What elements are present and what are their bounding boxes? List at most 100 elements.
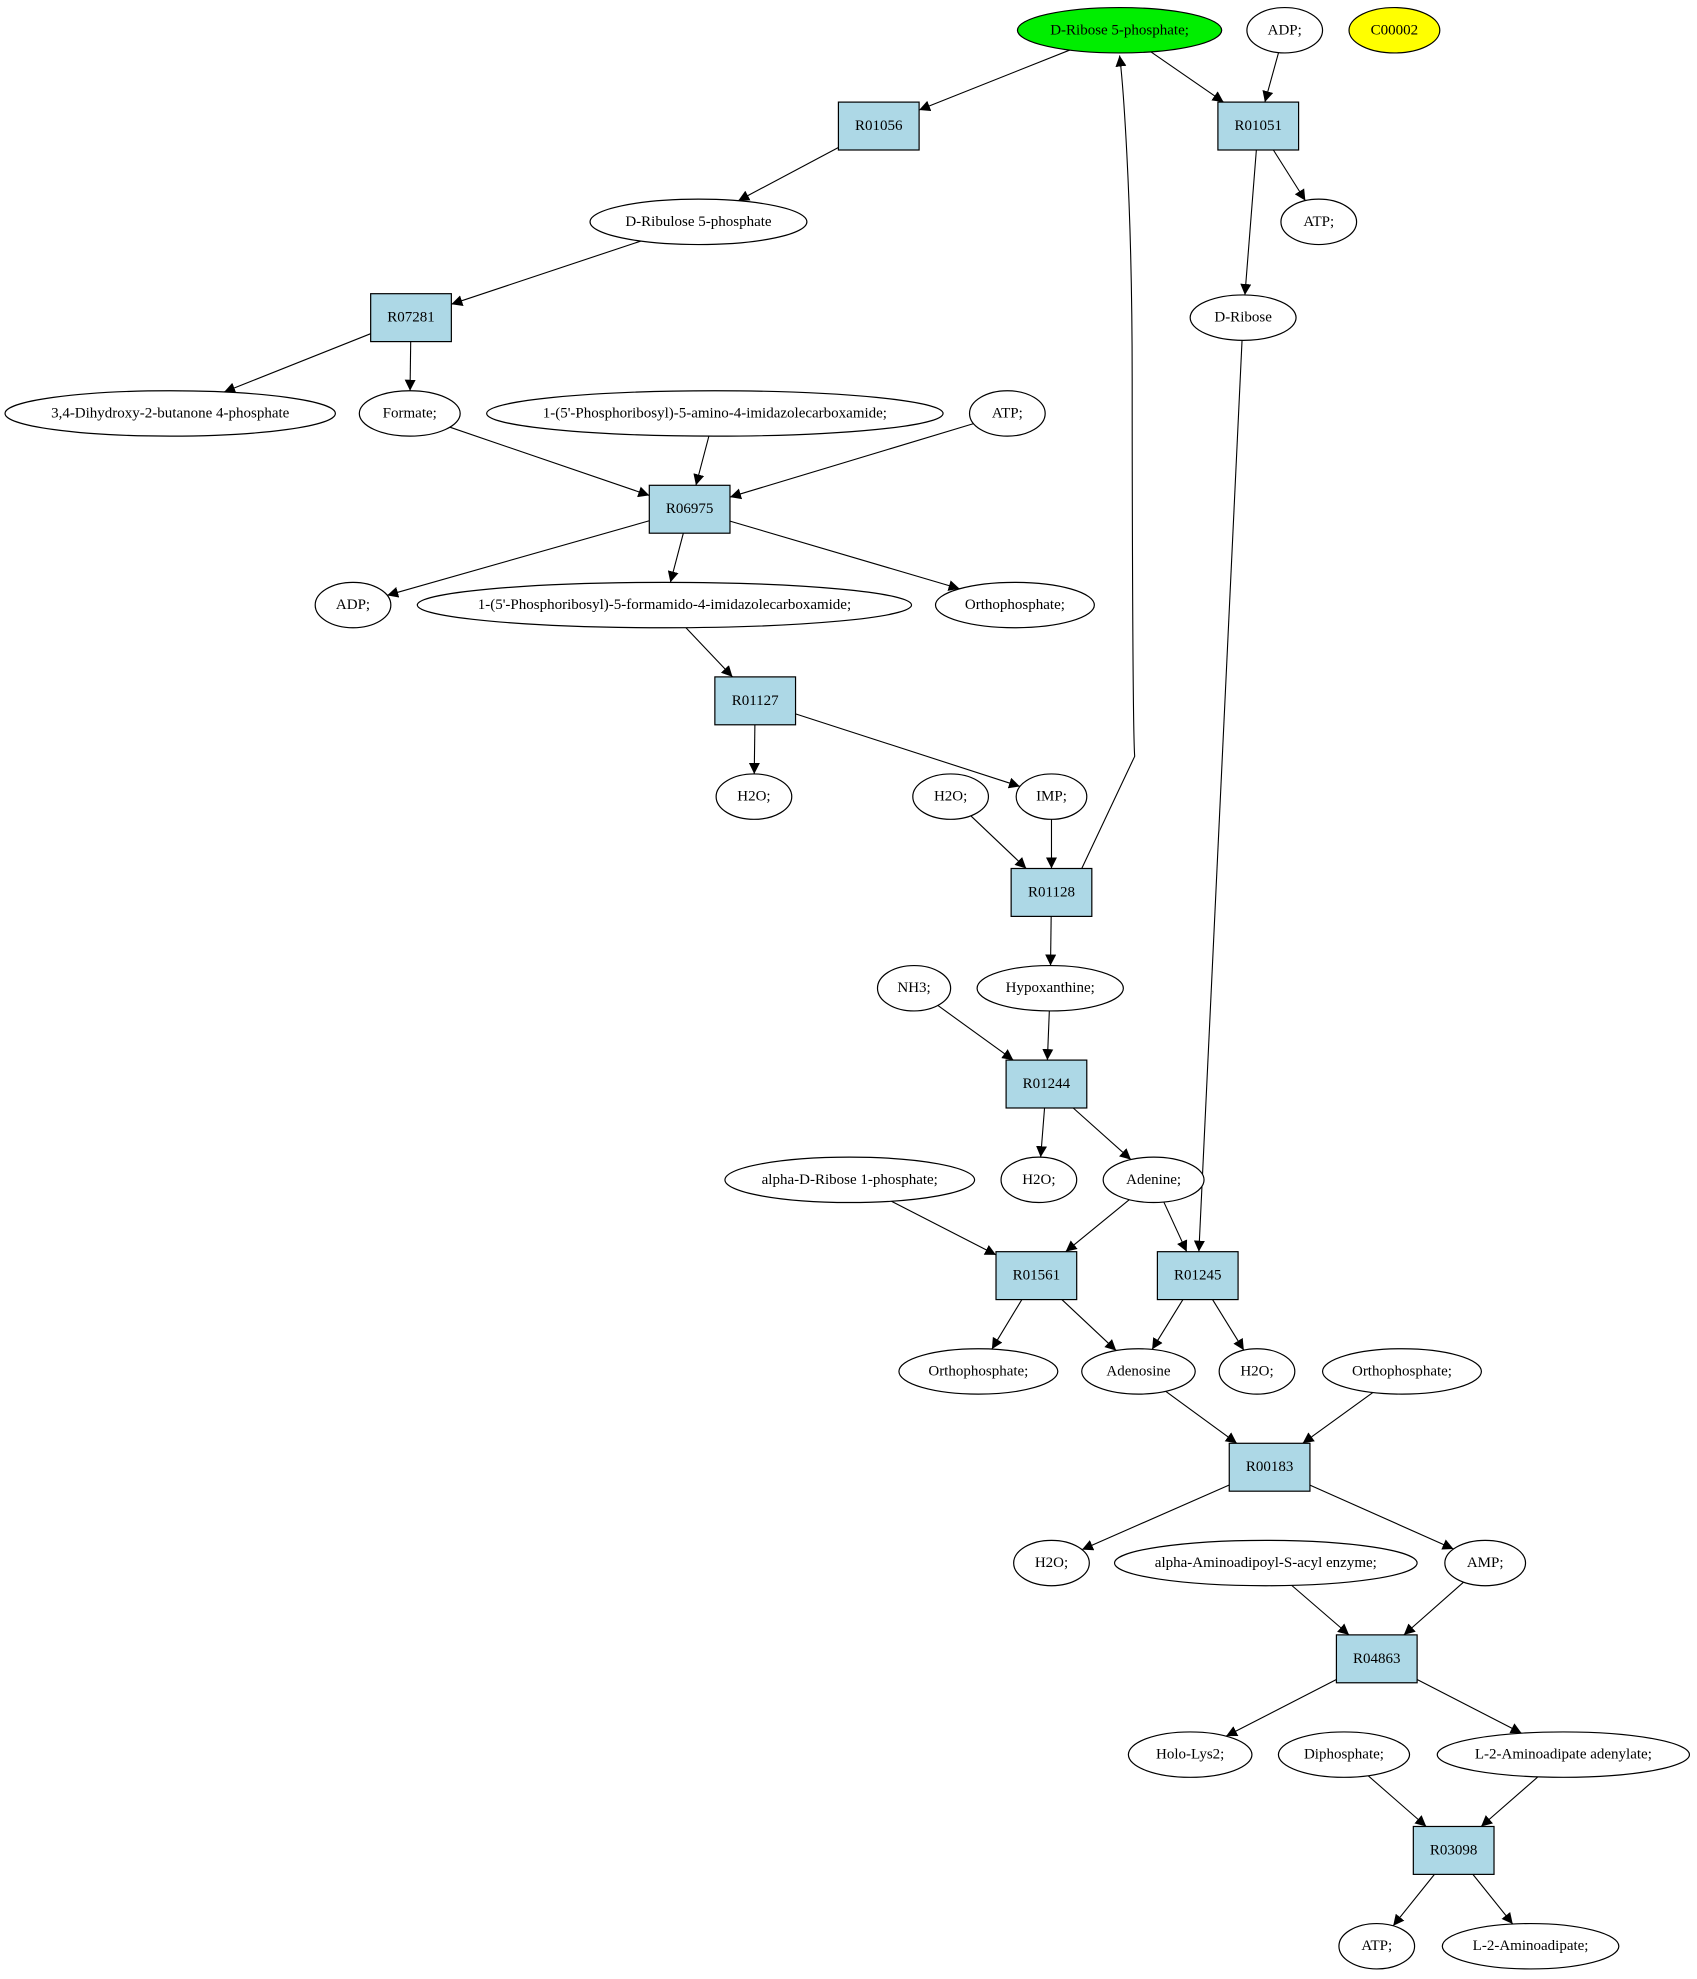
node-label: R00183 (1246, 1459, 1294, 1475)
compound-ellipse (1444, 1539, 1527, 1587)
compound-ellipse (1113, 1539, 1418, 1587)
edge-r07281-to-dihydroxy-butanone (223, 333, 371, 394)
compound-node-d-ribose: D-Ribose (1189, 294, 1297, 341)
compound-ellipse (1277, 1731, 1411, 1778)
reaction-box (1010, 867, 1093, 917)
reaction-node-r06975: R06975 (648, 484, 731, 534)
compound-node-c00002: C00002 (1348, 6, 1441, 54)
node-label: H2O; (934, 789, 967, 805)
node-label: R04863 (1353, 1651, 1401, 1667)
reaction-box (995, 1251, 1078, 1301)
edge-r07281-to-formate (404, 341, 416, 391)
node-label: R03098 (1430, 1842, 1478, 1858)
node-label: R07281 (387, 310, 435, 326)
node-label: R01051 (1234, 118, 1282, 134)
node-label: NH3; (897, 980, 930, 996)
compound-ellipse (1321, 1348, 1483, 1395)
reaction-node-r01051: R01051 (1217, 101, 1300, 151)
compound-node-adp-top: ADP; (1246, 6, 1324, 54)
reaction-box (1217, 101, 1300, 151)
node-label: ADP; (1268, 22, 1302, 38)
compound-node-alpha-ribose-1p: alpha-D-Ribose 1-phosphate; (724, 1156, 976, 1204)
node-label: IMP; (1036, 789, 1067, 805)
compound-ellipse (1000, 1156, 1078, 1204)
node-label: alpha-Aminoadipoyl-S-acyl enzyme; (1155, 1555, 1377, 1571)
node-label: R01127 (732, 693, 779, 709)
compound-ellipse (416, 581, 913, 629)
compound-node-h2o-4: H2O; (1218, 1348, 1296, 1395)
compound-node-amp: AMP; (1444, 1539, 1527, 1587)
edge-r01244-to-adenine (1072, 1107, 1132, 1160)
reaction-box (1412, 1825, 1495, 1875)
compound-ellipse (1102, 1156, 1205, 1204)
edge-d-ribose-5p-to-r01056 (918, 49, 1070, 112)
edge-r01127-to-h2o-1 (748, 724, 760, 774)
edge-nh3-to-r01244 (937, 1005, 1014, 1061)
node-label: Diphosphate; (1304, 1747, 1384, 1763)
compound-node-d-ribose-5p: D-Ribose 5-phosphate; (1016, 6, 1223, 54)
node-label: Orthophosphate; (965, 597, 1065, 613)
edge-d-ribose-5p-to-r01051 (1150, 51, 1224, 103)
compound-ellipse (912, 773, 990, 820)
node-label: D-Ribose 5-phosphate; (1050, 22, 1189, 38)
node-label: alpha-D-Ribose 1-phosphate; (762, 1172, 938, 1188)
edge-d-ribulose-5p-to-r07281 (451, 240, 641, 306)
reaction-box (1335, 1634, 1418, 1684)
reaction-box (1228, 1442, 1311, 1492)
compound-ellipse (934, 581, 1095, 629)
compound-node-atp-1: ATP; (1280, 198, 1358, 246)
compound-ellipse (1338, 1922, 1416, 1970)
edges-layer (223, 49, 1539, 1927)
node-label: C00002 (1371, 22, 1419, 38)
compound-ellipse (898, 1348, 1059, 1395)
node-label: D-Ribulose 5-phosphate (625, 214, 772, 230)
node-label: Formate; (383, 405, 437, 421)
compound-ellipse (1436, 1731, 1691, 1778)
reaction-node-r01056: R01056 (837, 101, 920, 151)
node-label: Holo-Lys2; (1156, 1747, 1224, 1763)
node-label: ATP; (1303, 214, 1334, 230)
compound-node-h2o-1: H2O; (715, 773, 793, 820)
node-label: Adenine; (1126, 1172, 1181, 1188)
compound-node-formate: Formate; (358, 390, 461, 437)
edge-r01561-to-orthophosphate-2 (991, 1299, 1023, 1350)
edge-atp-2-to-r06975 (729, 423, 974, 500)
edge-r04863-to-aminoadipate-adenylate (1416, 1679, 1522, 1734)
node-label: 3,4-Dihydroxy-2-butanone 4-phosphate (51, 405, 290, 421)
node-label: Orthophosphate; (1352, 1363, 1452, 1379)
compound-node-aicar: 1-(5'-Phosphoribosyl)-5-amino-4-imidazol… (486, 390, 944, 437)
compound-node-aminoadipate: L-2-Aminoadipate; (1441, 1922, 1620, 1970)
edge-adp-top-to-r01051 (1262, 52, 1280, 103)
compound-ellipse (358, 390, 461, 437)
compound-ellipse (976, 964, 1124, 1012)
reaction-node-r01245: R01245 (1156, 1251, 1239, 1301)
reaction-node-r01127: R01127 (714, 676, 797, 726)
edge-r04863-to-holo-lys2 (1225, 1679, 1337, 1737)
reaction-box (837, 101, 920, 151)
node-label: D-Ribose (1214, 310, 1272, 326)
node-label: Hypoxanthine; (1006, 980, 1095, 996)
compound-node-faicar: 1-(5'-Phosphoribosyl)-5-formamido-4-imid… (416, 581, 913, 629)
compound-node-adenosine: Adenosine (1081, 1348, 1196, 1395)
reaction-box (648, 484, 731, 534)
compound-ellipse (1081, 1348, 1196, 1395)
compound-node-alpha-aminoadipoyl: alpha-Aminoadipoyl-S-acyl enzyme; (1113, 1539, 1418, 1587)
compound-node-orthophosphate-1: Orthophosphate; (934, 581, 1095, 629)
reaction-box (370, 293, 452, 343)
node-label: R01244 (1023, 1076, 1071, 1092)
compound-ellipse (1016, 6, 1223, 54)
edge-r03098-to-aminoadipate (1472, 1874, 1514, 1925)
reaction-node-r03098: R03098 (1412, 1825, 1495, 1875)
edge-hypoxanthine-to-r01244 (1042, 1010, 1054, 1061)
compound-ellipse (4, 390, 336, 437)
compound-node-nh3: NH3; (876, 964, 952, 1012)
node-label: R01056 (855, 118, 903, 134)
compound-node-d-ribulose-5p: D-Ribulose 5-phosphate (589, 198, 808, 246)
node-label: H2O; (1035, 1555, 1068, 1571)
node-label: H2O; (1022, 1172, 1055, 1188)
edge-r06975-to-faicar (667, 533, 684, 583)
node-label: ATP; (992, 405, 1023, 421)
edge-r00183-to-h2o-5 (1081, 1484, 1230, 1551)
compound-node-holo-lys2: Holo-Lys2; (1127, 1731, 1253, 1778)
compound-ellipse (1127, 1731, 1253, 1778)
